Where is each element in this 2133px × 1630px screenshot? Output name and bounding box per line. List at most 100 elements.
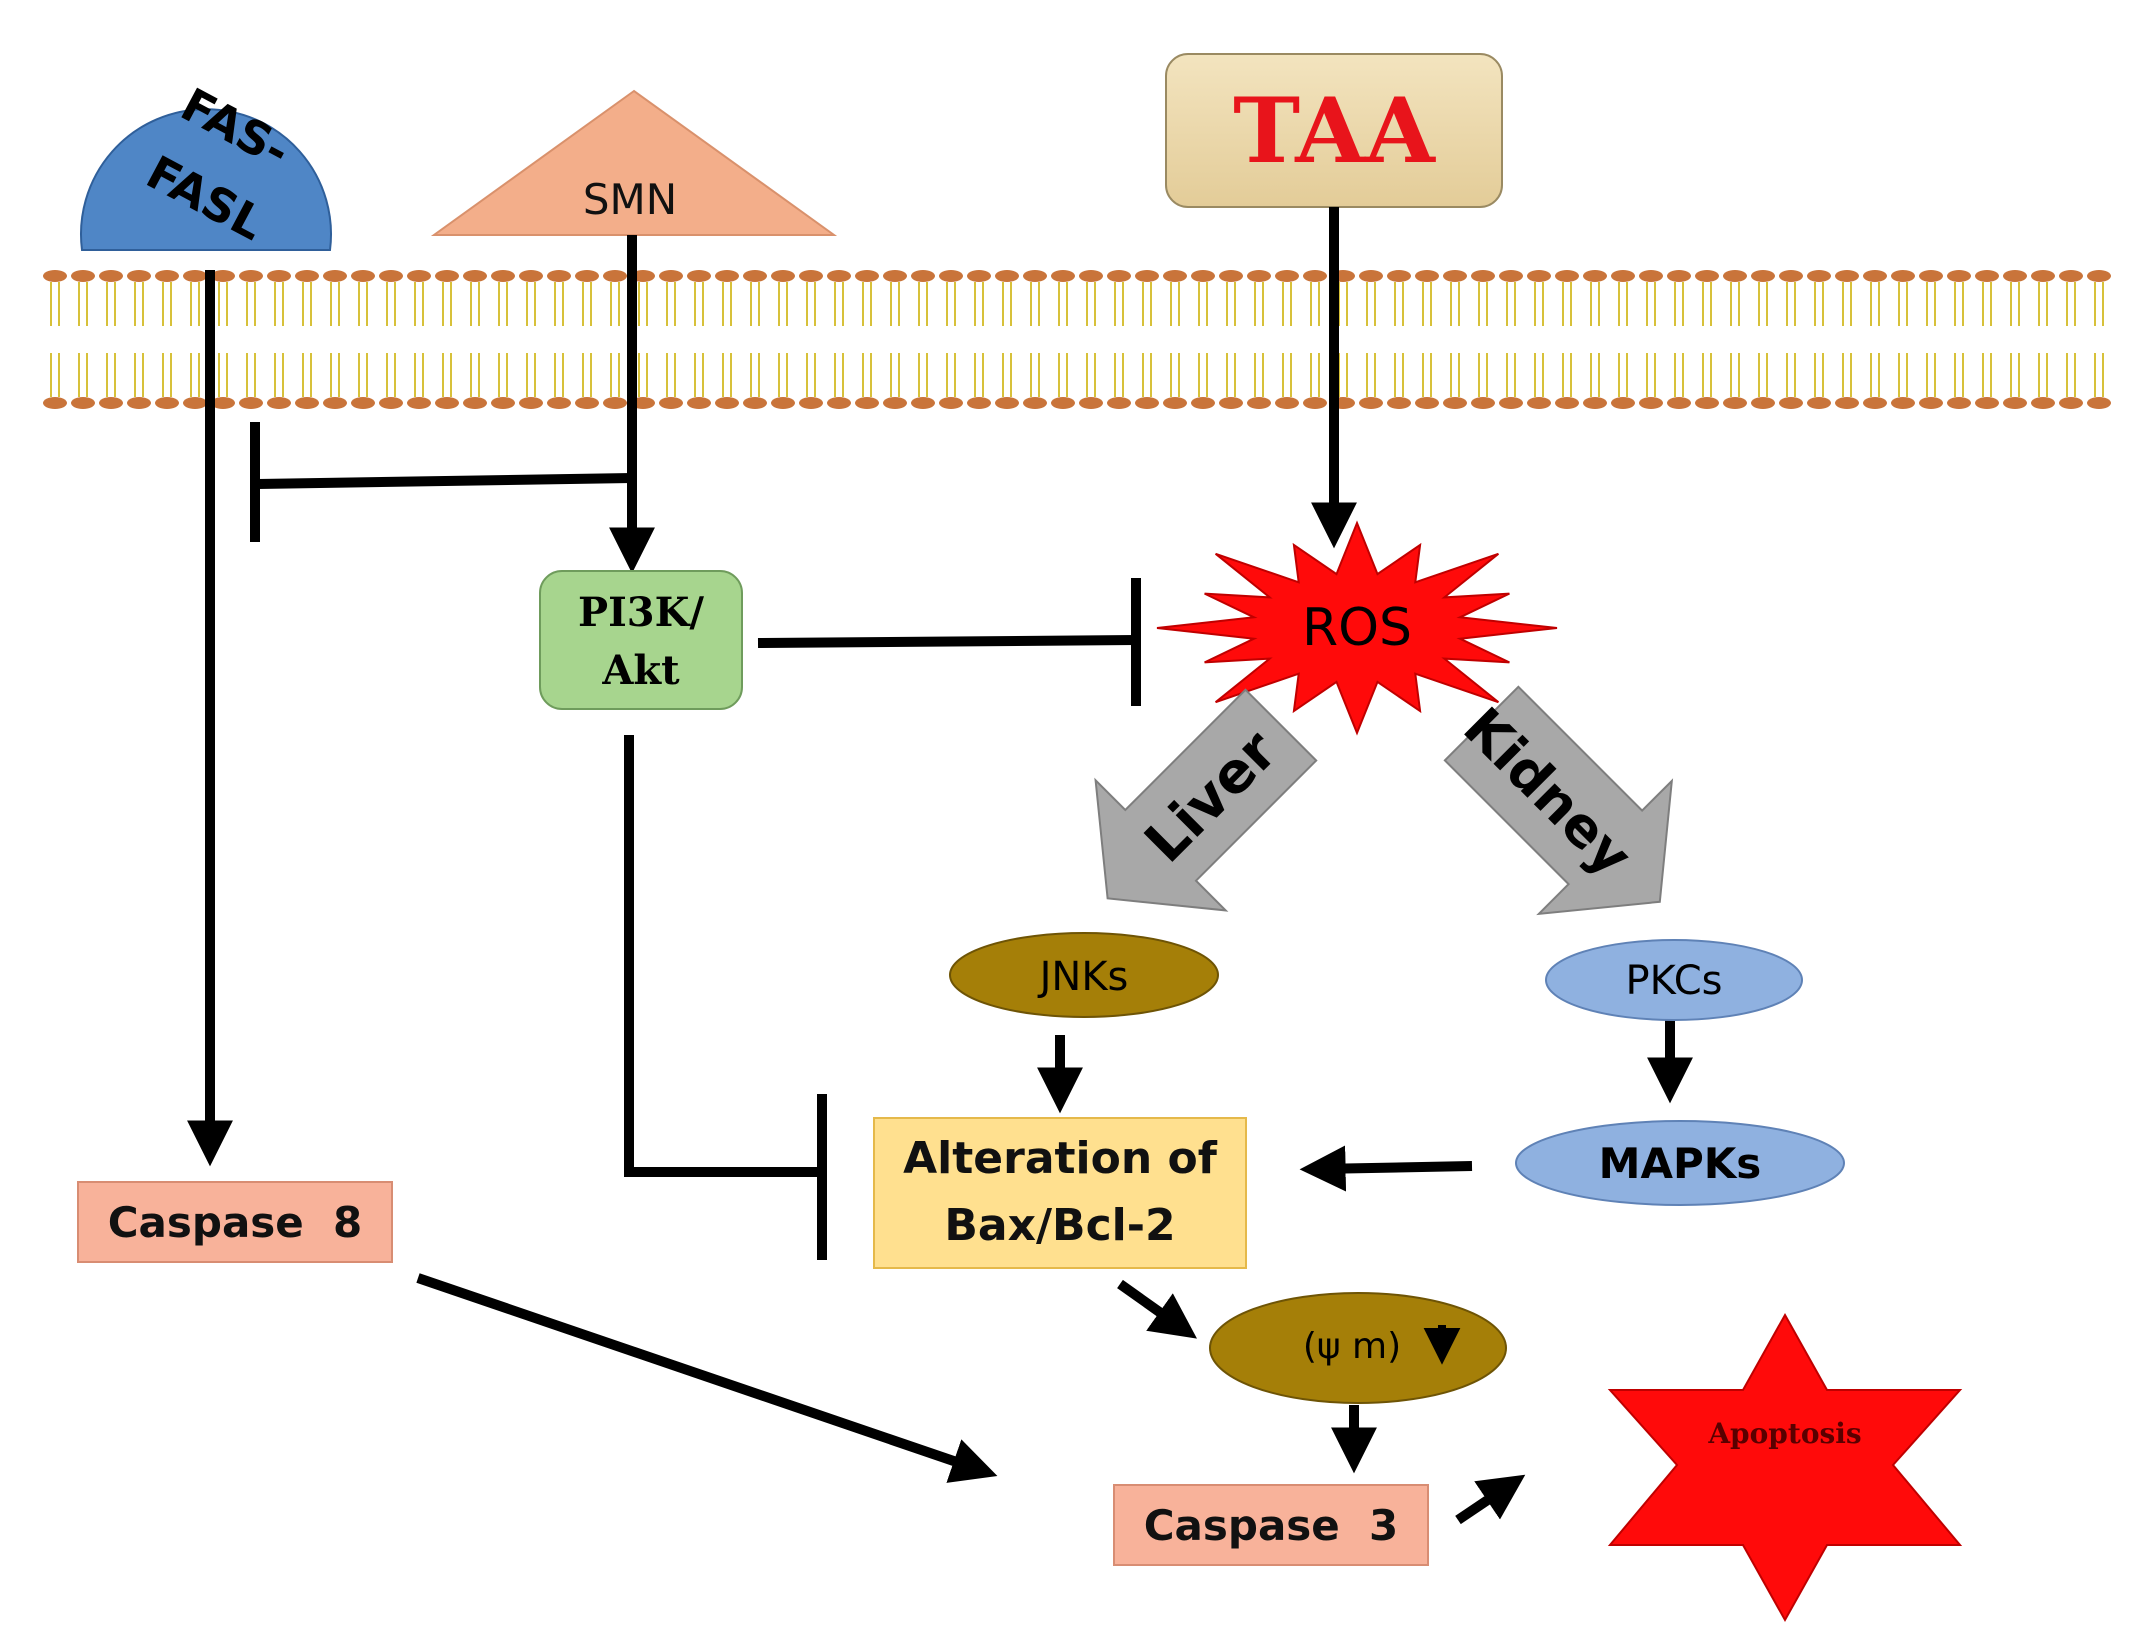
- lipid-head: [71, 397, 95, 409]
- lipid-head: [1611, 270, 1635, 282]
- mapks-node: MAPKs: [1515, 1120, 1845, 1206]
- lipid-head: [1359, 270, 1383, 282]
- lipid-head: [603, 397, 627, 409]
- lipid-head: [1667, 270, 1691, 282]
- lipid-head: [155, 397, 179, 409]
- lipid-head: [967, 397, 991, 409]
- lipid-head: [1807, 270, 1831, 282]
- lipid-head: [1499, 270, 1523, 282]
- pi3k-akt-node: PI3K/ Akt: [539, 570, 743, 710]
- lipid-head: [2003, 397, 2027, 409]
- fas-fasl-receptor: FAS- FASL: [80, 77, 332, 251]
- lipid-head: [2087, 270, 2111, 282]
- arrow-mapks-to-bax: [1299, 1145, 1473, 1192]
- lipid-head: [1359, 397, 1383, 409]
- lipid-head: [2003, 270, 2027, 282]
- lipid-head: [603, 270, 627, 282]
- lipid-head: [715, 270, 739, 282]
- lipid-head: [1891, 397, 1915, 409]
- lipid-head: [491, 397, 515, 409]
- lipid-head: [1135, 270, 1159, 282]
- ros-node: ROS: [1156, 520, 1558, 736]
- lipid-head: [659, 270, 683, 282]
- lipid-head: [1275, 270, 1299, 282]
- bax-label-line1: Alteration of: [903, 1133, 1218, 1184]
- lipid-head: [211, 397, 235, 409]
- jnks-label: JNKs: [1037, 954, 1129, 1000]
- lipid-head: [1107, 397, 1131, 409]
- lipid-head: [1051, 397, 1075, 409]
- lipid-head: [911, 270, 935, 282]
- inhibit-pi3k-to-ros: [757, 635, 1137, 648]
- lipid-head: [1275, 397, 1299, 409]
- apoptosis-label: Apoptosis: [1707, 1417, 1861, 1450]
- lipid-head: [1023, 397, 1047, 409]
- lipid-head: [2059, 270, 2083, 282]
- lipid-head: [1191, 397, 1215, 409]
- lipid-head: [1471, 397, 1495, 409]
- lipid-head: [1779, 270, 1803, 282]
- lipid-head: [1443, 270, 1467, 282]
- lipid-head: [323, 397, 347, 409]
- lipid-head: [2087, 397, 2111, 409]
- lipid-head: [855, 397, 879, 409]
- lipid-head: [99, 270, 123, 282]
- inhibit-smn-to-fas: [257, 473, 633, 489]
- lipid-head: [1051, 270, 1075, 282]
- lipid-head: [995, 270, 1019, 282]
- lipid-head: [463, 270, 487, 282]
- lipid-head: [799, 270, 823, 282]
- lipid-head: [1471, 270, 1495, 282]
- lipid-head: [1639, 270, 1663, 282]
- lipid-head: [435, 270, 459, 282]
- lipid-head: [1555, 397, 1579, 409]
- connectors: [187, 207, 1693, 1525]
- lipid-head: [407, 397, 431, 409]
- lipid-head: [239, 397, 263, 409]
- lipid-head: [855, 270, 879, 282]
- lipid-head: [1695, 397, 1719, 409]
- lipid-head: [827, 397, 851, 409]
- lipid-head: [1163, 397, 1187, 409]
- lipid-head: [295, 397, 319, 409]
- lipid-head: [939, 397, 963, 409]
- lipid-head: [1583, 270, 1607, 282]
- taa-label: TAA: [1233, 78, 1436, 184]
- lipid-head: [351, 270, 375, 282]
- lipid-head: [575, 397, 599, 409]
- lipid-head: [43, 270, 67, 282]
- lipid-head: [43, 397, 67, 409]
- lipid-head: [743, 270, 767, 282]
- lipid-head: [1219, 397, 1243, 409]
- apoptosis-node: Apoptosis: [1607, 1312, 1963, 1623]
- lipid-head: [883, 397, 907, 409]
- arrow-caspase8-to-caspase3: [416, 1273, 998, 1483]
- lipid-head: [463, 397, 487, 409]
- caspase8-node: Caspase 8: [77, 1181, 393, 1263]
- lipid-head: [2031, 270, 2055, 282]
- jnks-node: JNKs: [949, 932, 1219, 1018]
- lipid-head: [1023, 270, 1047, 282]
- lipid-head: [771, 270, 795, 282]
- lipid-head: [575, 270, 599, 282]
- lipid-head: [1527, 397, 1551, 409]
- lipid-head: [911, 397, 935, 409]
- lipid-head: [1219, 270, 1243, 282]
- taa-node: TAA: [1165, 53, 1503, 208]
- lipid-head: [519, 397, 543, 409]
- lipid-head: [351, 397, 375, 409]
- lipid-head: [743, 397, 767, 409]
- lipid-head: [1751, 397, 1775, 409]
- lipid-head: [883, 270, 907, 282]
- lipid-head: [1863, 270, 1887, 282]
- lipid-head: [1919, 270, 1943, 282]
- lipid-head: [1863, 397, 1887, 409]
- lipid-head: [827, 270, 851, 282]
- lipid-head: [1975, 270, 1999, 282]
- lipid-head: [1723, 397, 1747, 409]
- lipid-head: [379, 270, 403, 282]
- lipid-head: [1107, 270, 1131, 282]
- lipid-head: [1135, 397, 1159, 409]
- smn-node: SMN: [430, 89, 838, 236]
